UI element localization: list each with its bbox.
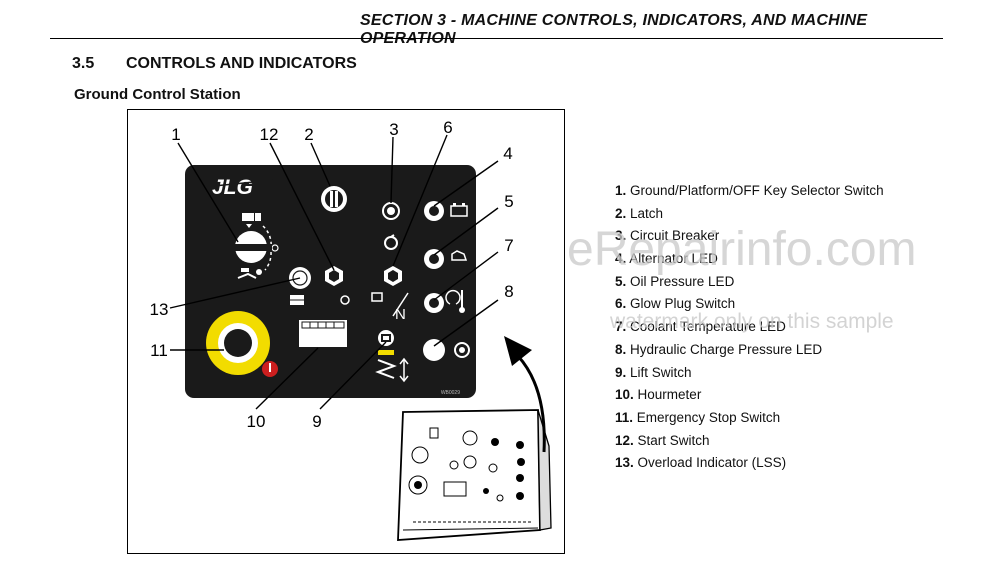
legend-item: 5. Oil Pressure LED [615, 273, 735, 289]
subsection-title: Ground Control Station [74, 86, 241, 103]
callout-8: 8 [504, 282, 513, 301]
hourmeter [299, 320, 347, 347]
legend-item: 3. Circuit Breaker [615, 228, 720, 244]
jlg-logo: JLG [212, 176, 274, 199]
key-selector-switch [232, 213, 279, 279]
alternator-led [424, 201, 468, 221]
legend-item: 13. Overload Indicator (LSS) [615, 455, 787, 471]
legend-item: 12. Start Switch [615, 432, 710, 448]
latch [321, 186, 347, 212]
pointer-arrow [504, 336, 546, 453]
callout-1: 1 [171, 125, 180, 144]
legend-item: 6. Glow Plug Switch [615, 296, 736, 312]
callout-6: 6 [443, 118, 452, 137]
section-number: 3.5 [72, 55, 95, 72]
callout-10: 10 [247, 412, 266, 431]
legend-item: 8. Hydraulic Charge Pressure LED [615, 341, 823, 357]
legend-item: 1. Ground/Platform/OFF Key Selector Swit… [615, 183, 884, 198]
watermark-site: eRepairinfo.com [567, 223, 917, 276]
callout-11: 11 [150, 341, 168, 360]
svg-text:JLG: JLG [212, 176, 253, 199]
ground-control-figure: WB0029 JLG [127, 109, 565, 554]
callout-13: 13 [150, 300, 169, 319]
callout-3: 3 [389, 120, 398, 139]
section-header: SECTION 3 - MACHINE CONTROLS, INDICATORS… [360, 12, 868, 47]
leader-lines [169, 134, 499, 410]
part-code: WB0029 [441, 390, 460, 396]
header-rule [50, 38, 943, 39]
legend-item: 10. Hourmeter [615, 387, 702, 403]
callout-5: 5 [504, 192, 513, 211]
section-title: CONTROLS AND INDICATORS [126, 55, 357, 72]
callout-9: 9 [312, 412, 321, 431]
callout-7: 7 [504, 236, 513, 255]
callout-12: 12 [260, 125, 279, 144]
control-panel-diagram: WB0029 JLG [150, 118, 552, 541]
emergency-stop-switch [206, 311, 278, 377]
coolant-temperature-led [424, 289, 465, 313]
lift-switch [375, 330, 409, 383]
legend-item: 7. Coolant Temperature LED [615, 319, 786, 335]
legend-item: 11. Emergency Stop Switch [615, 409, 781, 425]
watermark-note: watermark only on this sample [610, 310, 894, 333]
legend-item: 9. Lift Switch [615, 364, 692, 380]
control-box-sketch [397, 409, 552, 541]
component-legend: 1. Ground/Platform/OFF Key Selector Swit… [615, 182, 884, 477]
callout-2: 2 [304, 125, 313, 144]
hydraulic-pressure-led [423, 339, 470, 361]
glow-plug-switch: N [371, 266, 409, 323]
legend-item: 2. Latch [615, 205, 664, 221]
start-switch [325, 266, 350, 305]
selector-letter: N [395, 306, 406, 323]
legend-item: 4. Alternator LED [615, 251, 718, 267]
callout-4: 4 [503, 144, 512, 163]
oil-pressure-led [424, 249, 468, 269]
